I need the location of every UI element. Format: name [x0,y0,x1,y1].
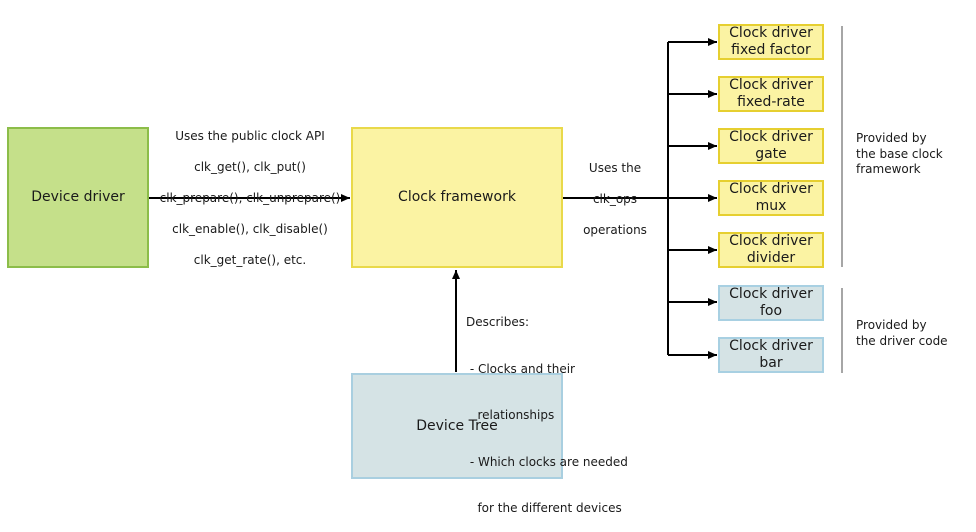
describes-note-line: for the different devices [466,501,622,515]
clock-driver-label: Clock driver fixed factor [729,25,813,58]
clock-driver-label: Clock driver gate [729,129,813,162]
device-tree-box: Device Tree [351,373,563,479]
describes-note: Describes: - Clocks and their relationsh… [466,284,656,532]
driver-group-label: Provided by the driver code [856,318,948,348]
clock-driver-label: Clock driver bar [729,338,813,371]
api-note-line: clk_get_rate(), etc. [193,252,307,267]
clock-driver-label: Clock driver divider [729,233,813,266]
clock-framework-box: Clock framework [351,127,563,268]
ops-note: Uses the clk_ops operations [574,145,656,254]
clock-driver-gate-box: Clock driver gate [718,128,824,164]
clock-driver-divider-box: Clock driver divider [718,232,824,268]
api-note-line: clk_get(), clk_put() [194,159,306,174]
base-group-label: Provided by the base clock framework [856,131,943,176]
device-tree-label: Device Tree [416,417,498,434]
describes-note-line: - Which clocks are needed [466,454,628,469]
clock-driver-bar-box: Clock driver bar [718,337,824,373]
clock-driver-label: Clock driver fixed-rate [729,77,813,110]
clock-driver-fixed-rate-box: Clock driver fixed-rate [718,76,824,112]
clock-driver-label: Clock driver foo [729,286,813,319]
clock-driver-fixed-factor-box: Clock driver fixed factor [718,24,824,60]
api-note-line: Uses the public clock API [175,128,325,143]
api-note: Uses the public clock API clk_get(), clk… [150,113,350,284]
describes-note-line: - Clocks and their [466,361,575,376]
device-driver-label: Device driver [31,189,125,205]
ops-note-line: clk_ops [592,191,638,206]
describes-note-line: Describes: [466,315,530,329]
describes-note-line: relationships [466,408,555,422]
connector-layer [149,26,843,373]
clock-driver-foo-box: Clock driver foo [718,285,824,321]
clock-driver-mux-box: Clock driver mux [718,180,824,216]
device-driver-box: Device driver [7,127,149,268]
clock-framework-label: Clock framework [398,189,516,205]
clock-driver-label: Clock driver mux [729,181,813,214]
api-note-line: clk_enable(), clk_disable() [172,221,328,236]
ops-note-line: Uses the [588,160,642,175]
ops-note-line: operations [583,222,647,237]
api-note-line: clk_prepare(), clk_unprepare() [159,190,341,205]
